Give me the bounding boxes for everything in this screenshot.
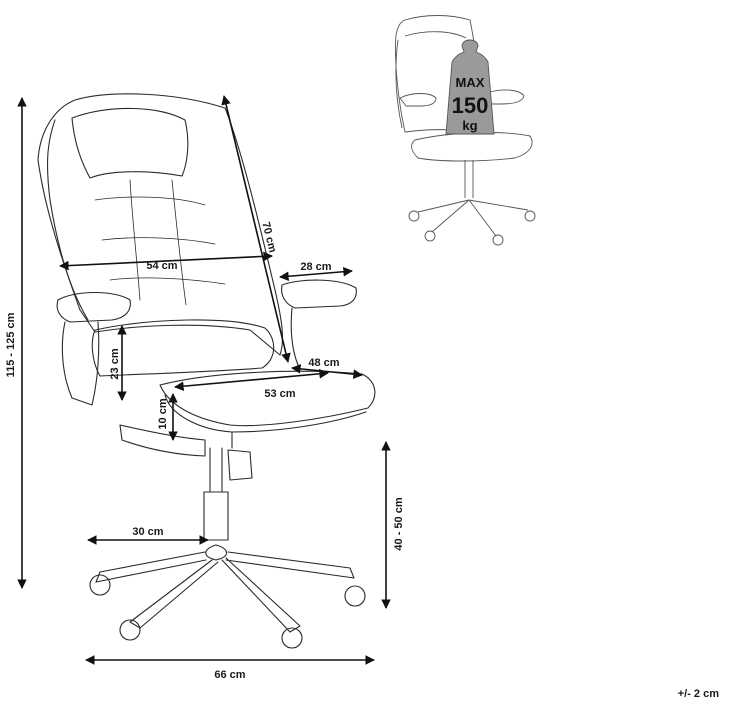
max-label: MAX (456, 75, 485, 90)
label-seat-thickness: 10 cm (157, 398, 169, 429)
label-overall-height: 115 - 125 cm (5, 312, 17, 377)
max-value: 150 (452, 93, 489, 118)
max-load-thumbnail: MAX 150 kg (395, 15, 536, 246)
dimension-labels: 115 - 125 cm 70 cm 54 cm 28 cm 23 cm 48 … (5, 221, 405, 681)
label-base-width: 66 cm (214, 669, 245, 681)
label-armrest-height: 23 cm (109, 348, 121, 379)
label-seat-width: 53 cm (264, 388, 295, 400)
dimension-arrows (17, 95, 391, 665)
label-armrest-length: 28 cm (300, 261, 331, 273)
label-leg-length: 30 cm (132, 526, 163, 538)
label-seat-depth: 48 cm (308, 357, 339, 369)
weight-icon (445, 39, 495, 135)
label-backrest-width: 54 cm (146, 260, 177, 272)
label-seat-height: 40 - 50 cm (393, 497, 405, 550)
max-unit: kg (462, 118, 477, 133)
tolerance-note: +/- 2 cm (677, 688, 719, 700)
